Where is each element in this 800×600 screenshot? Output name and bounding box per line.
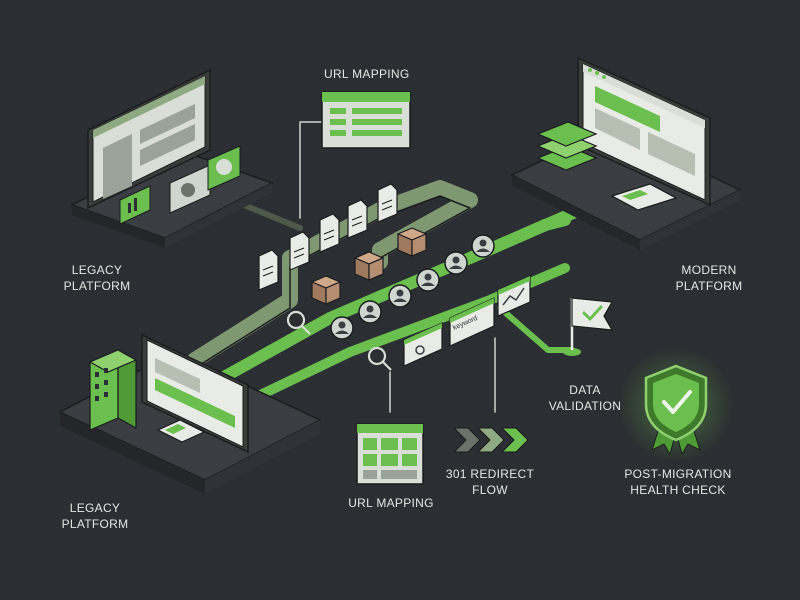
package-icon — [353, 251, 385, 281]
url-mapping-label-top: URL MAPPING — [324, 66, 410, 82]
chart-widget-icon — [119, 185, 151, 225]
document-icons — [258, 183, 398, 291]
magnifier-icon — [367, 346, 392, 371]
card-widget-icon — [156, 419, 206, 443]
label-line: URL MAPPING — [348, 496, 434, 510]
search-window-card — [403, 322, 443, 367]
url-mapping-label-bottom: URL MAPPING — [344, 495, 438, 511]
label-line: MODERN — [681, 263, 737, 277]
modern-platform — [510, 56, 742, 250]
redirect-flow-label: 301 REDIRECT FLOW — [438, 466, 542, 498]
label-line: URL MAPPING — [324, 67, 410, 81]
label-line: PLATFORM — [675, 279, 743, 293]
checkmark-flag-icon — [563, 297, 614, 356]
document-icon — [289, 231, 310, 271]
data-validation-label: DATA VALIDATION — [540, 382, 630, 414]
label-line: POST-MIGRATION — [624, 467, 732, 481]
document-icon — [258, 249, 279, 291]
package-boxes — [310, 227, 428, 305]
user-avatar-icon — [444, 251, 468, 275]
url-mapping-grid-bottom — [356, 423, 424, 485]
label-line: PLATFORM — [63, 279, 131, 293]
legacy-platform-top — [70, 68, 274, 248]
user-avatar-icon — [358, 300, 382, 324]
stacked-layers-icon — [536, 121, 598, 171]
analytics-window-card — [497, 275, 531, 317]
keyword-window-card: keyword — [449, 297, 495, 347]
label-line: LEGACY — [69, 501, 121, 515]
chevron-right-icon — [452, 427, 481, 453]
office-building-icon — [88, 348, 138, 431]
package-icon — [310, 275, 342, 305]
magnifier-icon — [286, 310, 311, 335]
url-mapping-table-top — [321, 91, 411, 149]
user-avatar-icon — [471, 234, 495, 258]
legacy-monitor-top — [87, 68, 211, 210]
pie-chart-card-icon — [169, 164, 211, 214]
legacy-platform-label-bottom: LEGACY PLATFORM — [50, 500, 140, 532]
user-avatar-icon — [416, 268, 440, 292]
modern-monitor — [577, 56, 711, 207]
user-avatar-icon — [330, 316, 354, 340]
label-line: VALIDATION — [548, 399, 622, 413]
redirect-arrows — [452, 427, 529, 453]
label-line: 301 REDIRECT — [445, 467, 535, 481]
chevron-right-icon — [476, 427, 505, 453]
label-line: FLOW — [472, 483, 508, 497]
health-check-label: POST-MIGRATION HEALTH CHECK — [618, 466, 738, 498]
user-avatars — [330, 234, 495, 340]
gauge-widget-icon — [207, 145, 241, 191]
shield-check-badge-icon — [618, 347, 734, 463]
document-icon — [377, 183, 398, 223]
flow-pipes — [187, 121, 586, 413]
label-line: DATA — [569, 383, 601, 397]
chevron-right-icon — [500, 427, 529, 453]
user-avatar-icon — [388, 284, 412, 308]
label-line: HEALTH CHECK — [630, 483, 726, 497]
modern-platform-label: MODERN PLATFORM — [664, 262, 754, 294]
document-icon — [319, 213, 340, 253]
legacy-platform-label-top: LEGACY PLATFORM — [52, 262, 142, 294]
package-icon — [396, 227, 428, 257]
legacy-platform-bottom — [58, 333, 322, 494]
card-widget-icon — [610, 183, 678, 211]
label-line: LEGACY — [71, 263, 123, 277]
label-line: PLATFORM — [61, 517, 129, 531]
document-icon — [347, 199, 368, 239]
legacy-monitor-bottom — [141, 333, 249, 454]
